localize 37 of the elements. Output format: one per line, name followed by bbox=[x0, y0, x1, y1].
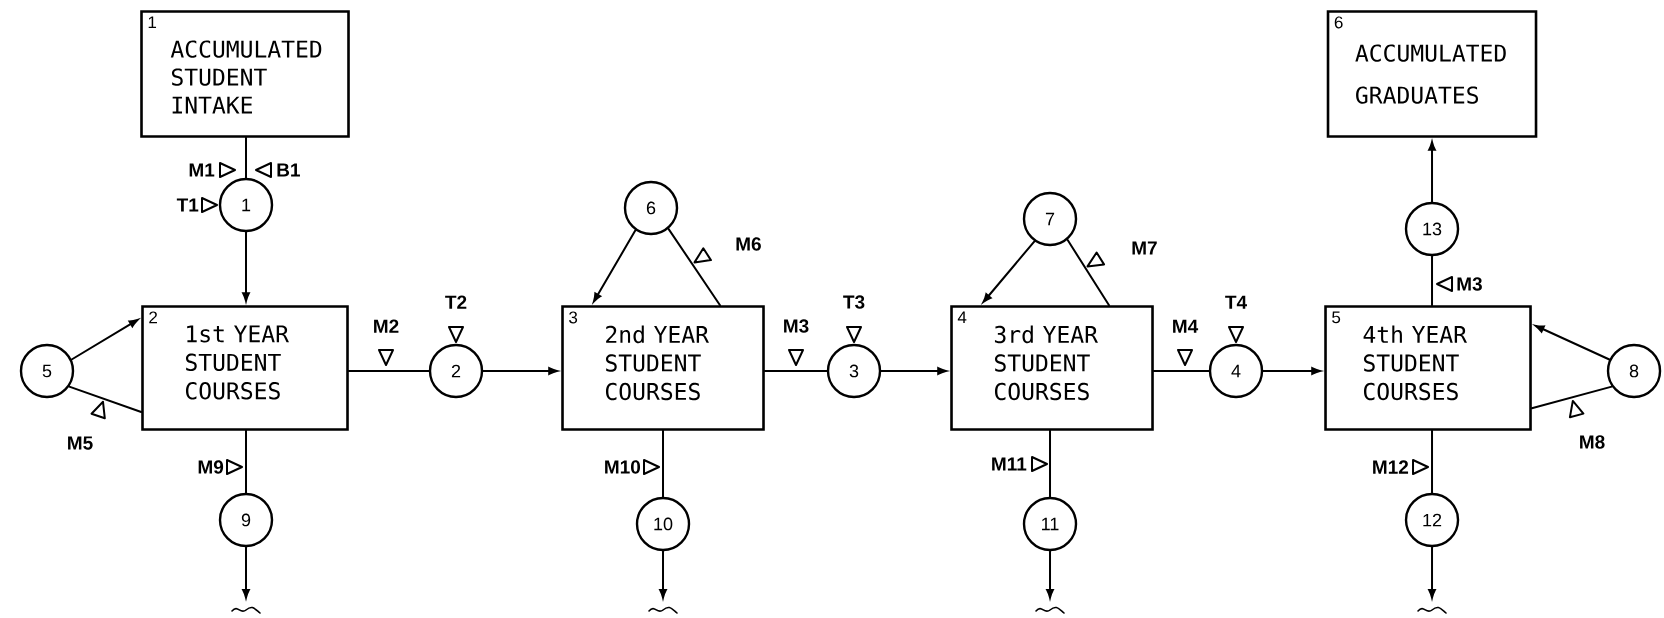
marker-label: M2 bbox=[374, 319, 399, 333]
arrow bbox=[1534, 324, 1611, 361]
marker-label: M3 bbox=[1457, 277, 1482, 291]
marker-label: M6 bbox=[736, 237, 761, 251]
process-box: 2 1st YEAR STUDENT COURSES bbox=[141, 305, 349, 431]
arrow bbox=[1046, 550, 1054, 599]
marker-label: M1 bbox=[189, 163, 215, 177]
marker-label: M4 bbox=[1173, 319, 1199, 333]
process-box: 3 2nd YEAR STUDENT COURSES bbox=[561, 305, 765, 431]
marker-label: M11 bbox=[992, 457, 1027, 471]
arrow bbox=[659, 550, 667, 599]
process-box: 4 3rd YEAR STUDENT COURSES bbox=[950, 305, 1154, 431]
marker-label: T1 bbox=[176, 198, 199, 212]
arrow bbox=[1428, 546, 1436, 599]
process-box: 6 ACCUMULATED GRADUATES bbox=[1326, 10, 1538, 138]
marker-label: T2 bbox=[445, 295, 467, 309]
arrow bbox=[593, 229, 637, 303]
process-box: 1 ACCUMULATED STUDENT INTAKE bbox=[140, 10, 350, 138]
marker-label: B1 bbox=[277, 163, 300, 177]
arrow bbox=[1262, 367, 1321, 375]
arrow bbox=[982, 240, 1036, 303]
arrow bbox=[482, 367, 558, 375]
process-box: 5 4th YEAR STUDENT COURSES bbox=[1324, 305, 1532, 431]
marker-label: M8 bbox=[1580, 435, 1605, 449]
marker-label: T3 bbox=[843, 295, 865, 309]
marker-label: M12 bbox=[1373, 460, 1409, 474]
arrow bbox=[880, 367, 947, 375]
arrow bbox=[242, 231, 250, 302]
marker-label: T4 bbox=[1225, 295, 1247, 309]
marker-label: M5 bbox=[68, 436, 93, 450]
arrow bbox=[1428, 141, 1436, 203]
arrow bbox=[242, 546, 250, 599]
arrow bbox=[70, 319, 139, 361]
marker-label: M10 bbox=[605, 460, 641, 474]
marker-label: M3 bbox=[784, 319, 809, 333]
marker-label: M9 bbox=[198, 460, 224, 474]
marker-label: M7 bbox=[1132, 241, 1157, 255]
